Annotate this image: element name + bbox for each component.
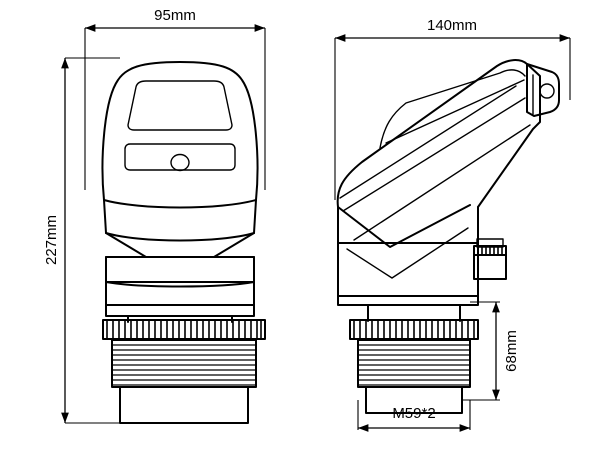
dim-label-227: 227mm — [43, 215, 60, 265]
front-lower-collar-line — [105, 281, 255, 288]
side-body-cylinder — [337, 242, 479, 306]
dimension-width-front: 95mm — [84, 7, 266, 190]
side-cover-bezel-top — [379, 69, 526, 149]
front-collar-outline — [103, 199, 257, 234]
keypad-slot — [124, 143, 236, 171]
front-thread-hatching — [112, 344, 256, 386]
side-cover-facet-3 — [353, 124, 531, 241]
front-collar-curve-1 — [105, 232, 255, 242]
dim-label-140: 140mm — [427, 17, 477, 34]
dim-label-68: 68mm — [503, 330, 520, 372]
side-shoulder — [367, 304, 461, 322]
dim-label-m59: M59*2 — [392, 405, 435, 422]
dimension-height-front: 227mm — [43, 57, 130, 424]
dim-label-95: 95mm — [154, 7, 196, 24]
side-cover-wedge — [337, 204, 471, 248]
side-collar-outline — [337, 206, 479, 244]
front-housing-outline — [101, 61, 259, 201]
indicator-button-icon — [170, 153, 190, 172]
side-cover-facet-1 — [339, 85, 517, 199]
front-cap-band — [103, 199, 257, 209]
front-lower-collar — [105, 256, 255, 283]
dimension-height-thread-side: 68mm — [462, 301, 520, 401]
hinge-hole-icon — [539, 83, 555, 99]
side-cover-facet-2 — [342, 97, 526, 212]
front-view-group — [101, 61, 266, 424]
front-body-cylinder — [105, 281, 255, 317]
front-knurled-ring — [102, 319, 266, 340]
side-cover-wedge-inner — [346, 227, 469, 279]
side-thread-hatching — [358, 344, 470, 386]
display-window — [127, 80, 233, 131]
side-view-group — [336, 59, 560, 414]
front-knurl-hatching — [106, 320, 262, 339]
dimension-width-side: 140mm — [334, 17, 571, 200]
side-hinge-lug — [526, 63, 560, 117]
side-cover-bezel-line — [385, 79, 525, 144]
dimension-thread-spec: M59*2 — [357, 400, 471, 432]
front-end-tube — [119, 386, 249, 424]
front-chamfer-facets — [105, 232, 255, 258]
side-knurl-hatching — [353, 320, 475, 339]
